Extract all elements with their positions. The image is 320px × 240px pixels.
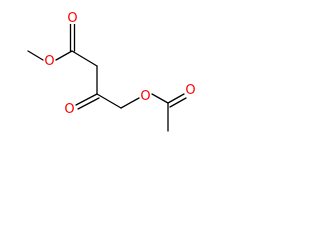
bond-methyl-methoxy-o — [27, 50, 44, 61]
atom-label-o-methoxy: O — [44, 54, 54, 69]
atom-o-acetoxy: O — [140, 89, 151, 104]
bond-acetoxy-o-acetyl-c — [151, 93, 169, 104]
bonds — [27, 22, 187, 132]
bond-acetyl-c-o-double-a — [167, 93, 185, 104]
bond-ketone-c-ch2 — [96, 93, 122, 109]
atom-o-carbonyl-ester: O — [67, 11, 78, 26]
atom-o-ketone: O — [64, 102, 75, 117]
bond-methoxy-o-ester-c — [55, 50, 73, 61]
atom-label-o-acetoxy: O — [140, 89, 150, 104]
atom-label-o-carbonyl-ester: O — [67, 11, 77, 26]
atom-labels: O O O O O — [44, 11, 196, 117]
atom-label-o-carbonyl-acetyl: O — [185, 83, 195, 98]
bond-ketone-c-o-double-b — [77, 97, 100, 110]
atom-label-o-ketone: O — [64, 102, 74, 117]
bond-acetyl-c-o-double-b — [169, 97, 187, 108]
atom-o-methoxy: O — [44, 54, 55, 69]
atom-o-carbonyl-acetyl: O — [185, 83, 196, 98]
structure-canvas: O O O O O — [27, 11, 196, 132]
bond-ketone-c-o-double-a — [75, 93, 98, 106]
bond-ch2-acetoxy-o — [120, 97, 140, 109]
bond-ester-c-ch2 — [71, 50, 98, 67]
